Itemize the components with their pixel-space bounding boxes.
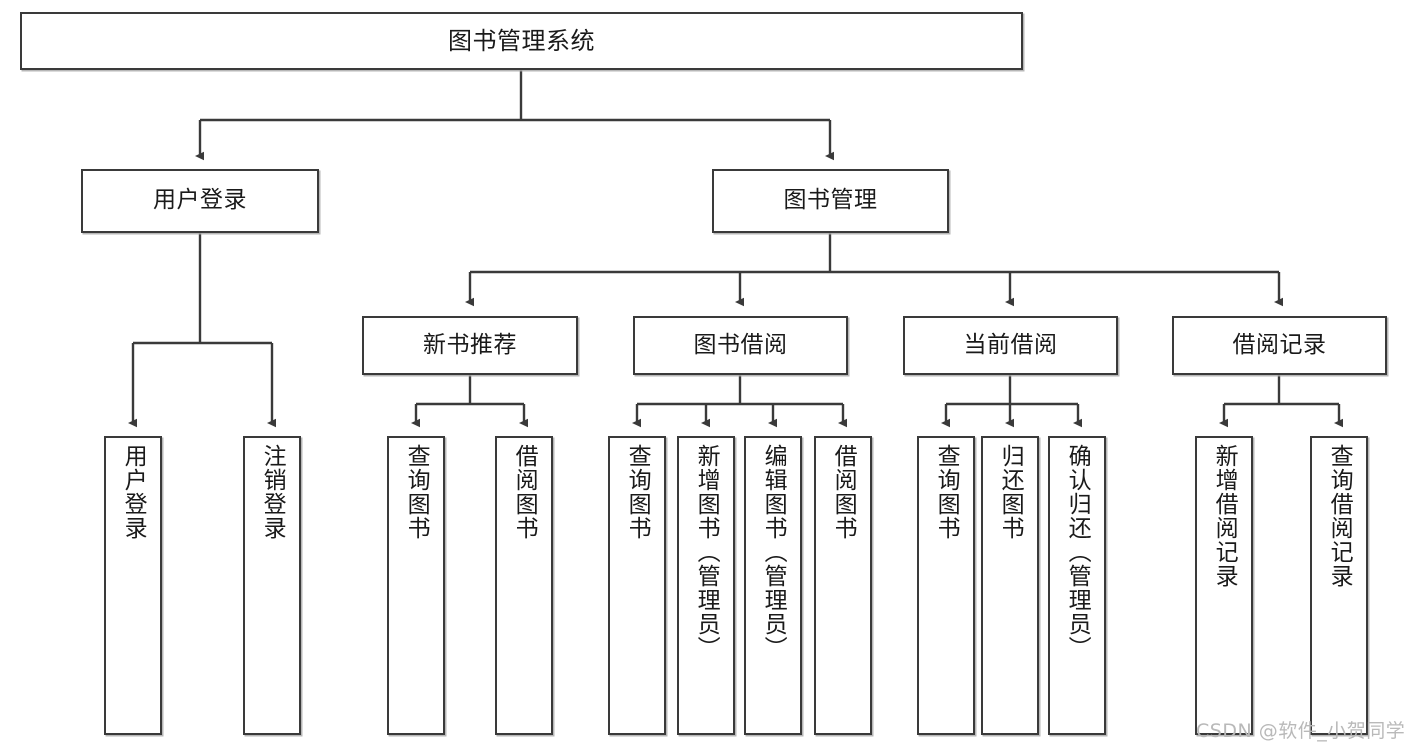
leaf-user-login-label: 用户登录 xyxy=(120,444,147,540)
leaf-confirm-return-label: 确认归还（管理员） xyxy=(1064,444,1091,660)
leaf-add-book-label: 新增图书（管理员） xyxy=(693,444,720,660)
node-root[interactable]: 图书管理系统 xyxy=(20,12,1023,70)
node-book-borrow[interactable]: 图书借阅 xyxy=(633,316,848,375)
leaf-add-record-label: 新增借阅记录 xyxy=(1211,444,1238,588)
csdn-watermark: CSDN @软件_小贺同学 xyxy=(1196,720,1405,742)
leaf-borrow-book-1[interactable]: 借阅图书 xyxy=(495,436,553,735)
node-new-book-rec[interactable]: 新书推荐 xyxy=(362,316,578,375)
node-book-borrow-label: 图书借阅 xyxy=(693,331,788,358)
leaf-edit-book-label: 编辑图书（管理员） xyxy=(760,444,787,660)
leaf-query-book-3-label: 查询图书 xyxy=(933,444,960,540)
node-user-login-label: 用户登录 xyxy=(153,187,247,214)
leaf-user-login[interactable]: 用户登录 xyxy=(104,436,162,735)
leaf-borrow-book-2-label: 借阅图书 xyxy=(830,444,857,540)
leaf-logout-login[interactable]: 注销登录 xyxy=(243,436,301,735)
node-borrow-record-label: 借阅记录 xyxy=(1232,331,1327,358)
node-borrow-record[interactable]: 借阅记录 xyxy=(1172,316,1387,375)
leaf-query-book-2-label: 查询图书 xyxy=(624,444,651,540)
leaf-query-book-3[interactable]: 查询图书 xyxy=(917,436,975,735)
node-root-label: 图书管理系统 xyxy=(448,26,595,55)
leaf-add-book[interactable]: 新增图书（管理员） xyxy=(677,436,735,735)
node-user-login[interactable]: 用户登录 xyxy=(81,169,319,233)
leaf-query-record[interactable]: 查询借阅记录 xyxy=(1310,436,1368,735)
leaf-borrow-book-2[interactable]: 借阅图书 xyxy=(814,436,872,735)
leaf-add-record[interactable]: 新增借阅记录 xyxy=(1195,436,1253,735)
node-current-borrow-label: 当前借阅 xyxy=(963,331,1058,358)
leaf-borrow-book-1-label: 借阅图书 xyxy=(511,444,538,540)
node-book-manage-label: 图书管理 xyxy=(783,187,878,214)
node-current-borrow[interactable]: 当前借阅 xyxy=(903,316,1118,375)
leaf-return-book-label: 归还图书 xyxy=(997,444,1024,540)
leaf-query-book-2[interactable]: 查询图书 xyxy=(608,436,666,735)
leaf-confirm-return[interactable]: 确认归还（管理员） xyxy=(1048,436,1106,735)
node-book-manage[interactable]: 图书管理 xyxy=(712,169,949,233)
node-new-book-rec-label: 新书推荐 xyxy=(423,331,517,358)
leaf-query-book-1[interactable]: 查询图书 xyxy=(387,436,445,735)
leaf-return-book[interactable]: 归还图书 xyxy=(981,436,1039,735)
leaf-query-record-label: 查询借阅记录 xyxy=(1326,444,1353,588)
leaf-query-book-1-label: 查询图书 xyxy=(403,444,430,540)
leaf-edit-book[interactable]: 编辑图书（管理员） xyxy=(744,436,802,735)
leaf-logout-login-label: 注销登录 xyxy=(259,444,286,540)
